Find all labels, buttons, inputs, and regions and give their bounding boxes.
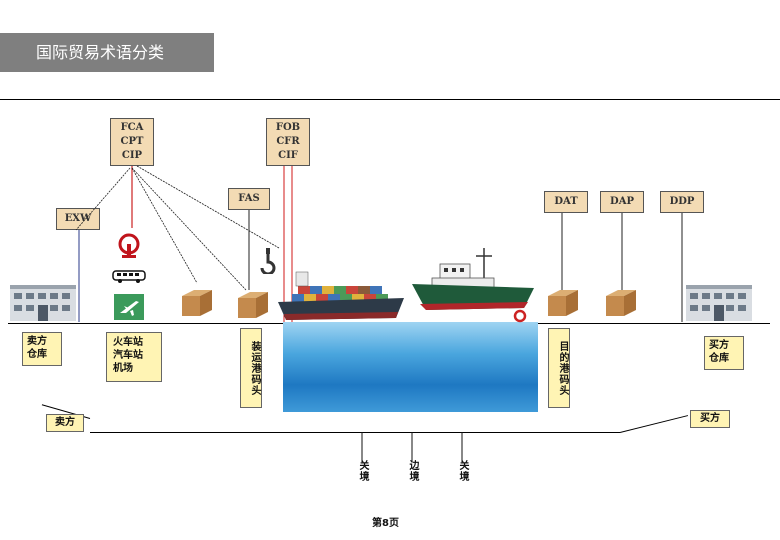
term-ddp: DDP — [660, 191, 704, 213]
border-label: 边境 — [407, 460, 418, 482]
term-fas: FAS — [228, 188, 270, 210]
cargo-box-icon — [606, 290, 636, 316]
top-divider — [0, 99, 780, 100]
ground-line-right — [538, 323, 770, 324]
bus-icon — [112, 270, 146, 283]
party-line — [90, 432, 620, 433]
seller-warehouse-label: 卖方 仓库 — [22, 332, 62, 366]
cargo-box-icon — [238, 292, 268, 318]
loading-port-label: 装运港码头 — [240, 328, 262, 408]
term-exw: EXW — [56, 208, 100, 230]
container-ship-icon — [278, 271, 404, 320]
stations-label: 火车站 汽车站 机场 — [106, 332, 162, 382]
seller-party-label: 卖方 — [46, 414, 84, 432]
customs-left-label: 关境 — [357, 460, 368, 482]
term-dat: DAT — [544, 191, 588, 213]
page-title: 国际贸易术语分类 — [0, 33, 214, 72]
cargo-box-icon — [548, 290, 578, 316]
airplane-icon — [114, 294, 144, 320]
destination-port-label: 目的港码头 — [548, 328, 570, 408]
cargo-box-icon — [182, 290, 212, 316]
warehouse-icon — [686, 285, 752, 321]
crane-hook-icon — [260, 248, 276, 274]
buyer-party-label: 买方 — [690, 410, 730, 428]
ground-line-left — [8, 323, 283, 324]
railway-icon — [118, 233, 140, 258]
sea — [283, 322, 538, 412]
tugboat-icon — [412, 248, 534, 323]
buyer-warehouse-label: 买方 仓库 — [704, 336, 744, 370]
customs-right-label: 关境 — [457, 460, 468, 482]
term-dap: DAP — [600, 191, 644, 213]
warehouse-icon — [10, 285, 76, 321]
term-group-fob-cfr-cif: FOB CFR CIF — [266, 118, 310, 166]
page-number: 第8页 — [372, 518, 399, 529]
term-group-fca-cpt-cip: FCA CPT CIP — [110, 118, 154, 166]
